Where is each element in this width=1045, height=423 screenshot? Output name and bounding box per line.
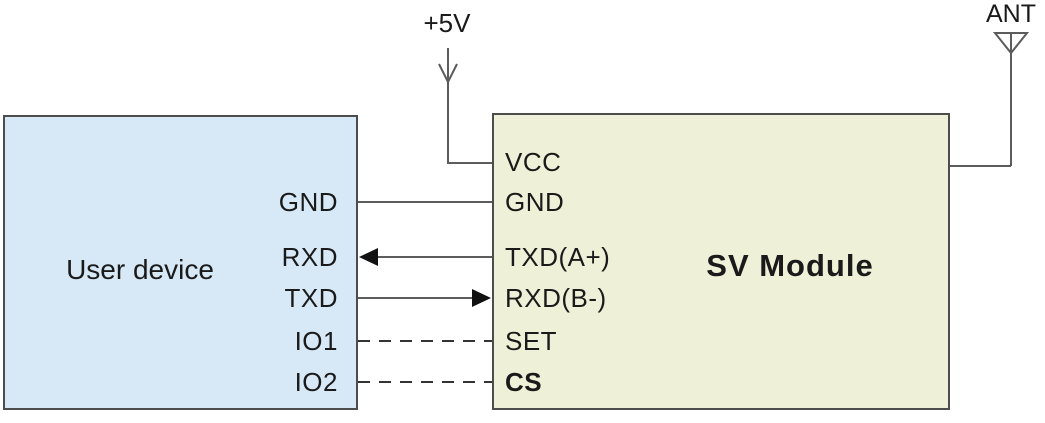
pin-user-txd: TXD: [284, 283, 338, 313]
arrow-left-icon: [359, 248, 378, 266]
power-wire: [438, 48, 492, 164]
user-device-title: User device: [66, 254, 214, 285]
sv-module-box: [492, 113, 950, 410]
pin-user-gnd: GND: [278, 187, 338, 217]
rxd-wire: [359, 248, 492, 266]
sv-module-title: SV Module: [706, 248, 874, 283]
txd-wire: [358, 289, 491, 307]
arrow-down-icon: [438, 63, 458, 85]
pin-module-gnd: GND: [505, 187, 565, 217]
antenna-label: ANT: [986, 0, 1036, 28]
pin-user-io1: IO1: [294, 326, 338, 356]
pin-module-set: SET: [505, 326, 558, 356]
pin-user-io2: IO2: [294, 367, 338, 397]
user-device-box: [3, 115, 358, 410]
antenna-icon: [950, 32, 1030, 167]
pin-user-rxd: RXD: [281, 242, 338, 272]
pin-module-txd: TXD(A+): [505, 242, 611, 272]
pin-module-rxd: RXD(B-): [505, 283, 607, 313]
pin-module-vcc: VCC: [505, 147, 562, 177]
arrow-right-icon: [472, 289, 491, 307]
power-label: +5V: [423, 8, 471, 38]
pin-module-cs: CS: [505, 367, 543, 397]
